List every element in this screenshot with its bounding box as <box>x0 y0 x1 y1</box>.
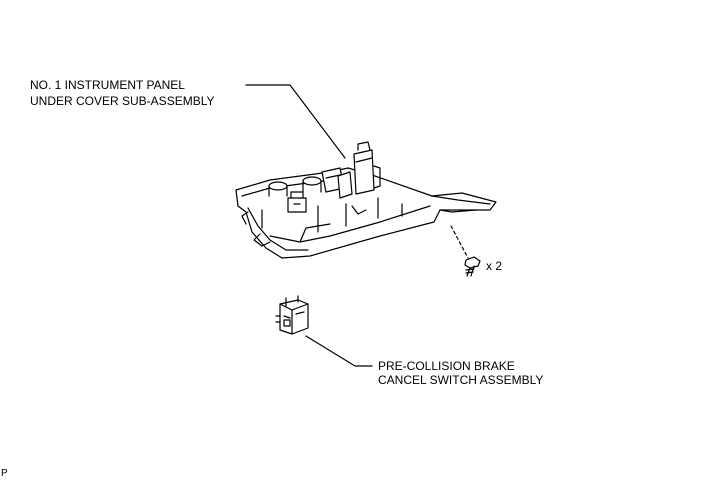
switch-leader-line <box>305 335 373 367</box>
under-cover-label-line2: UNDER COVER SUB-ASSEMBLY <box>30 94 214 108</box>
under-cover-label-line1: NO. 1 INSTRUMENT PANEL <box>30 78 185 92</box>
under-cover-sub-assembly-part <box>235 141 497 259</box>
screw-part <box>464 256 481 277</box>
switch-label-line2: CANCEL SWITCH ASSEMBLY <box>378 373 543 387</box>
switch-label-line1: PRE-COLLISION BRAKE <box>378 359 515 373</box>
under-cover-leader-line <box>245 84 346 159</box>
screw-install-dashed-line <box>450 225 469 259</box>
pre-collision-brake-cancel-switch-part <box>275 295 309 335</box>
screw-quantity-label: x 2 <box>486 259 502 273</box>
corner-code-label: P <box>1 468 8 479</box>
